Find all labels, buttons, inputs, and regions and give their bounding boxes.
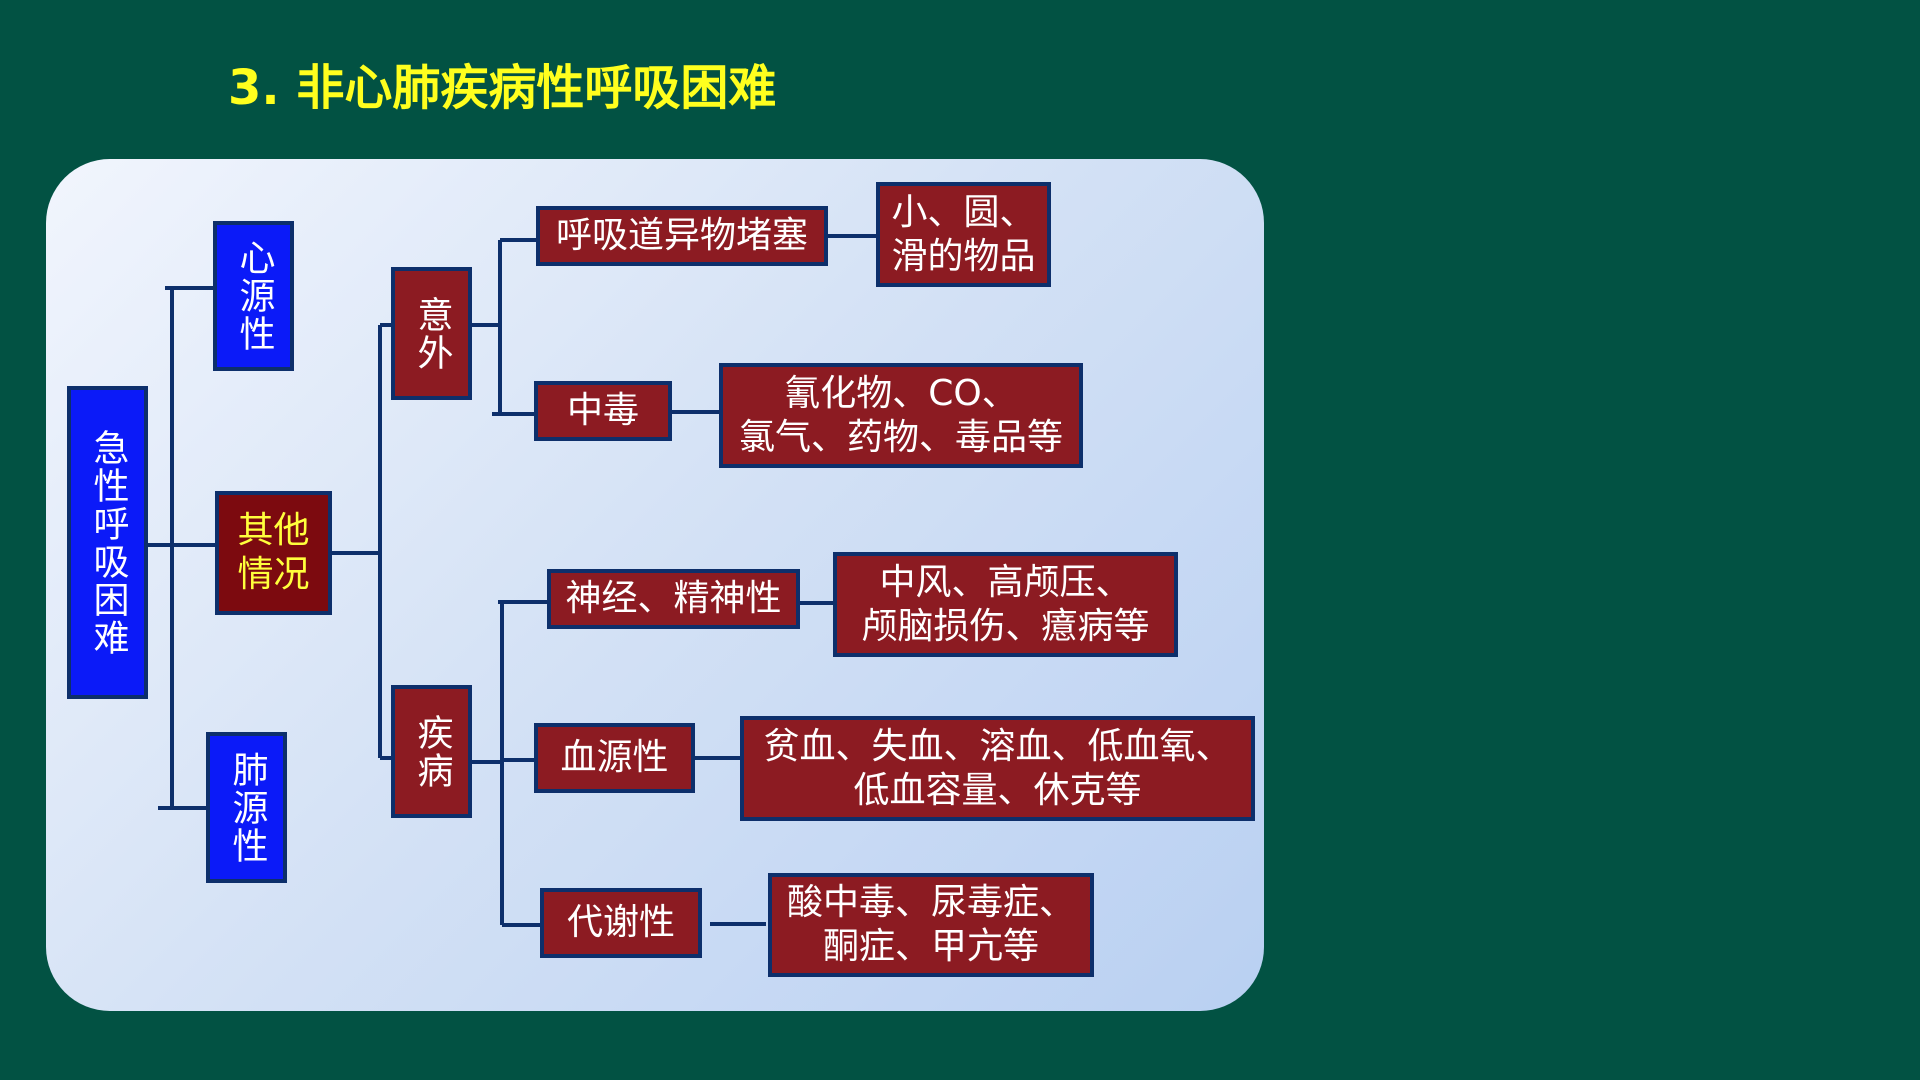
metabolic-node: 代谢性 <box>540 888 702 958</box>
pulmonary-node: 肺源性 <box>206 732 287 883</box>
poison-node: 中毒 <box>534 381 672 441</box>
slide-title: 3. 非心肺疾病性呼吸困难 <box>228 60 777 116</box>
other-node: 其他 情况 <box>215 491 332 615</box>
airway-node: 呼吸道异物堵塞 <box>536 206 828 266</box>
neuro-detail: 中风、高颅压、 颅脑损伤、癔病等 <box>833 552 1178 657</box>
accident-node: 意外 <box>391 267 472 400</box>
poison-detail: 氰化物、CO、 氯气、药物、毒品等 <box>719 363 1083 468</box>
blood-node: 血源性 <box>534 723 695 793</box>
root-node: 急性呼吸困难 <box>67 386 148 699</box>
neuro-node: 神经、精神性 <box>547 569 800 629</box>
blood-detail: 贫血、失血、溶血、低血氧、 低血容量、休克等 <box>740 716 1255 821</box>
airway-detail: 小、圆、 滑的物品 <box>876 182 1051 287</box>
cardiac-node: 心源性 <box>213 221 294 371</box>
metabolic-detail: 酸中毒、尿毒症、 酮症、甲亢等 <box>768 873 1094 977</box>
disease-node: 疾病 <box>391 685 472 818</box>
